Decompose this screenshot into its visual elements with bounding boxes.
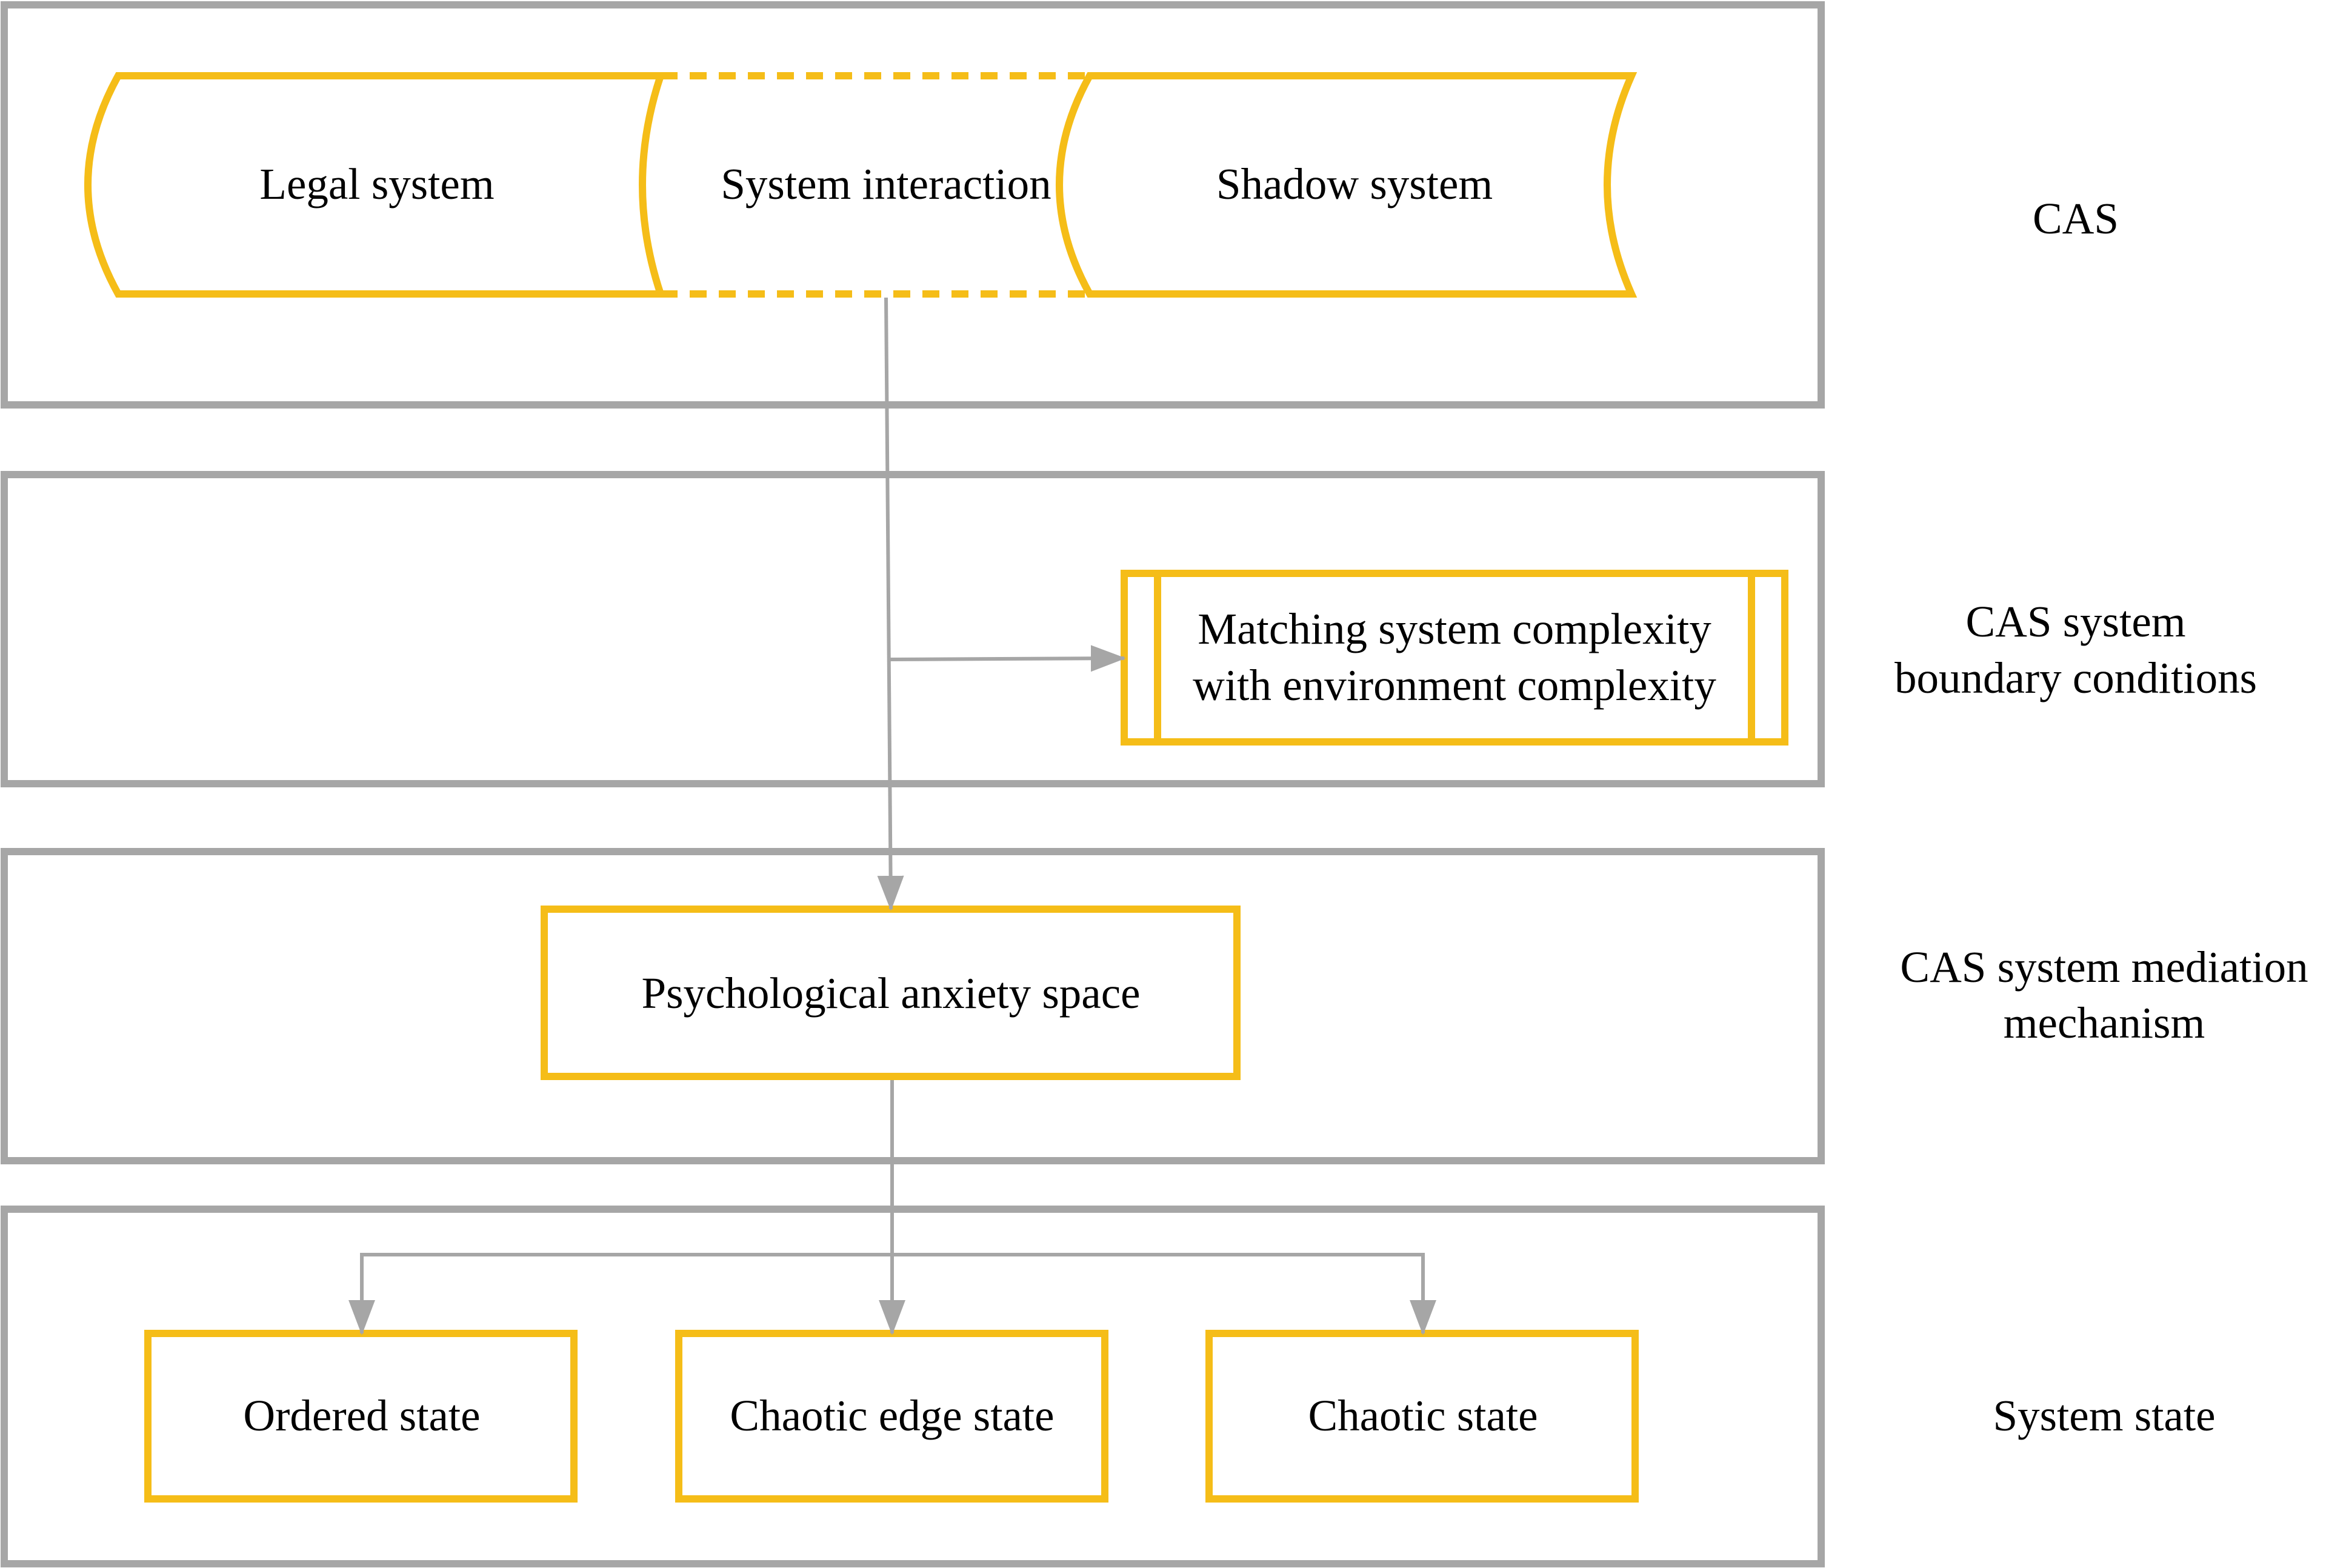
connector-interaction-to-anxiety <box>877 297 904 911</box>
shadow-system-shape <box>1056 72 1638 298</box>
legal-system-label: Legal system <box>259 159 494 209</box>
matching-complexity-line-2: with environment complexity <box>1193 661 1716 710</box>
layer-panel-state <box>1 1206 1825 1567</box>
ordered-state-label: Ordered state <box>243 1391 480 1440</box>
layer-label-boundary-line-1: CAS system <box>1965 597 2185 646</box>
connector-interaction-to-matching <box>888 645 1126 672</box>
layer-label-state: System state <box>1993 1391 2216 1440</box>
system-interaction-label: System interaction <box>721 159 1051 209</box>
layer-panel-boundary <box>1 471 1825 787</box>
shadow-system-label: Shadow system <box>1216 159 1493 209</box>
chaotic-edge-state-label: Chaotic edge state <box>730 1391 1054 1440</box>
chaotic-state-label: Chaotic state <box>1308 1391 1538 1440</box>
matching-complexity-line-1: Matching system complexity <box>1198 604 1711 653</box>
psychological-anxiety-label: Psychological anxiety space <box>641 969 1140 1018</box>
layer-panel-mediation <box>1 848 1825 1164</box>
layer-label-cas: CAS <box>2033 194 2119 243</box>
layer-panel-cas <box>1 1 1825 409</box>
matching-complexity-node <box>1121 570 1788 746</box>
layer-label-boundary-line-2: boundary conditions <box>1894 653 2257 702</box>
layer-label-mediation-line-2: mechanism <box>2004 998 2205 1047</box>
layer-label-mediation-line-1: CAS system mediation <box>1900 942 2308 992</box>
